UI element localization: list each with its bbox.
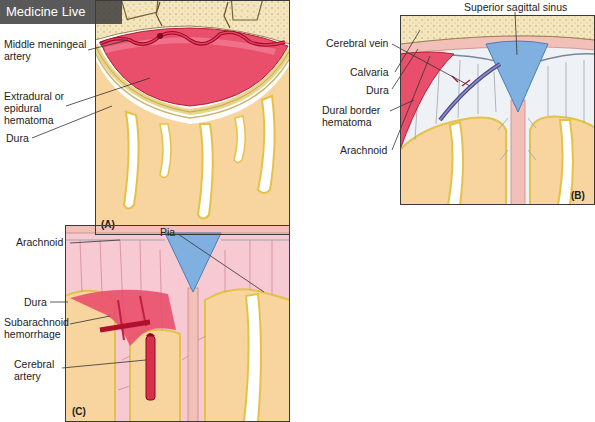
part-label: Pia: [160, 226, 184, 238]
panel-frame: (C): [65, 225, 290, 422]
part-label: Dural border hematoma: [322, 104, 392, 128]
part-label: Cerebral vein: [326, 37, 406, 49]
subarachnoid-panel-art: [65, 225, 290, 422]
leader-lines: [32, 12, 517, 368]
part-label: Calvaria: [350, 66, 400, 78]
panel-frame: (A): [95, 0, 290, 235]
part-label: Superior sagittal sinus: [464, 1, 594, 13]
panel-frame: (B): [400, 15, 595, 205]
part-label: Arachnoid: [340, 144, 400, 156]
part-label: Cerebral artery: [14, 358, 66, 382]
dural-border-panel-art: [400, 15, 595, 205]
epidural-panel-art: [95, 0, 290, 235]
panel-letter: (C): [72, 406, 86, 417]
panel-letter: (B): [571, 190, 585, 201]
part-label: Dura: [366, 84, 396, 96]
part-label: Middle meningeal artery: [4, 38, 96, 62]
watermark: Medicine Live: [0, 0, 122, 24]
part-label: Dura: [6, 132, 46, 144]
part-label: Extradural or epidural hematoma: [4, 90, 68, 126]
part-label: Subarachnoid hemorrhage: [4, 316, 74, 340]
part-label: Dura: [24, 296, 54, 308]
part-label: Arachnoid: [16, 236, 72, 248]
